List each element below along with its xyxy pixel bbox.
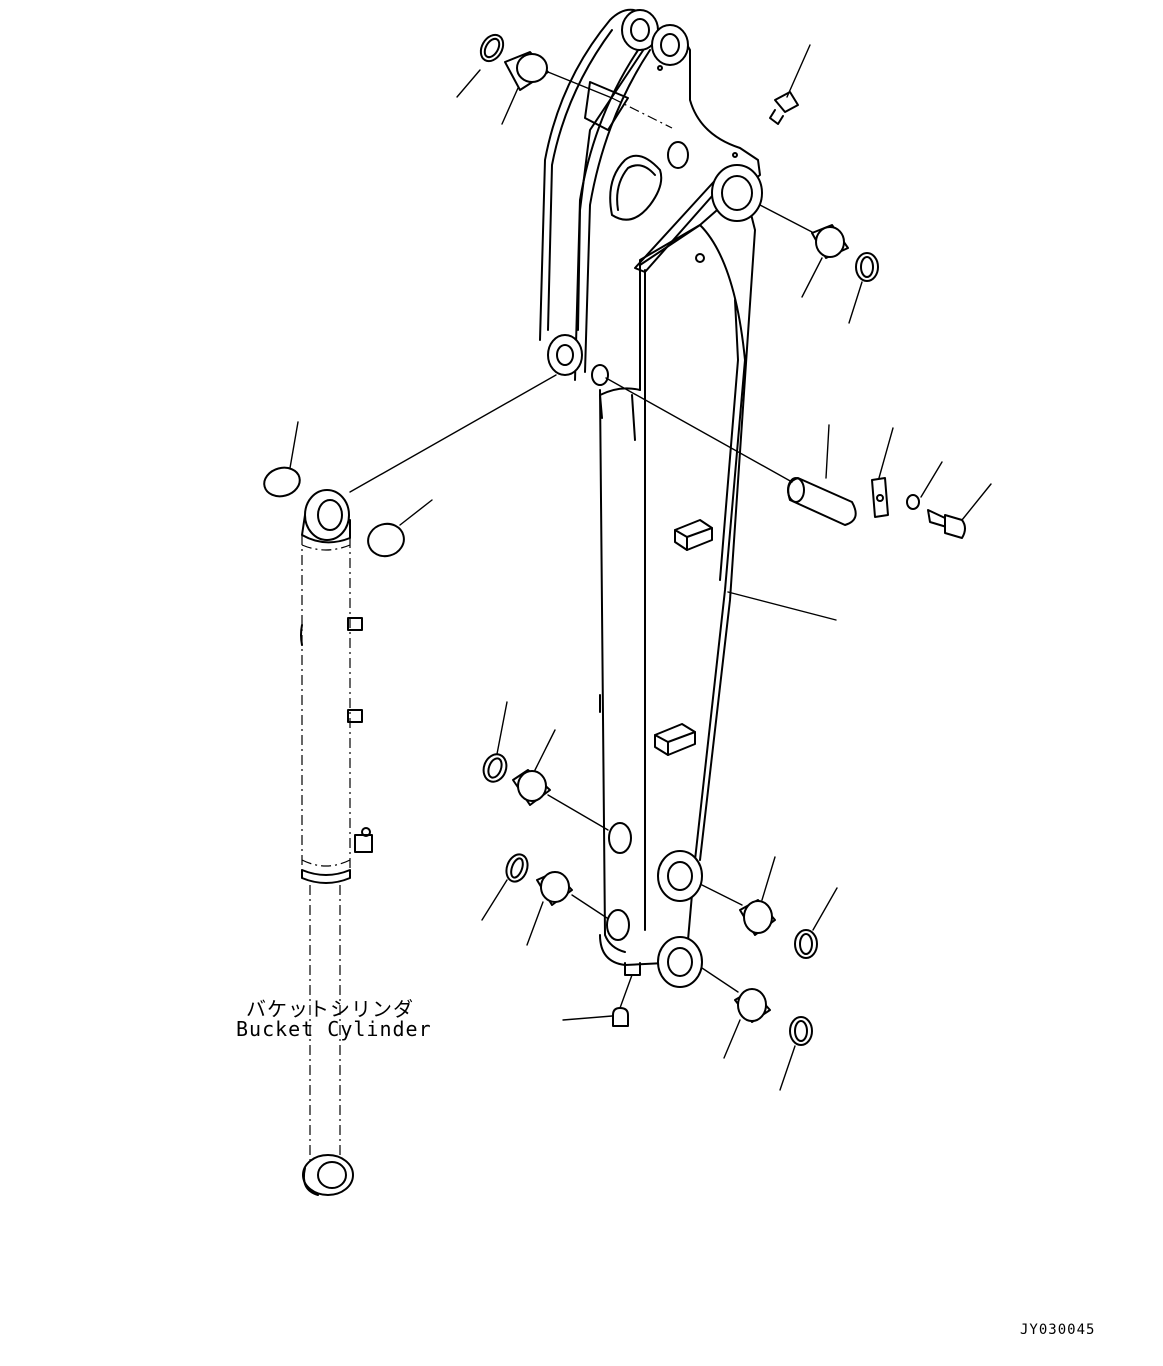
arm-pin-boss-bucket	[658, 937, 702, 987]
shim-2	[364, 520, 407, 560]
grease-fitting-top	[775, 92, 798, 112]
seal-ring-3	[480, 751, 510, 785]
lock-plate	[872, 478, 888, 517]
arm-top-pin-boss-front	[652, 25, 688, 65]
arm-front-face	[640, 225, 745, 940]
seal-ring-6	[790, 1017, 812, 1045]
bucket-cylinder-label-en: Bucket Cylinder	[236, 1017, 432, 1041]
washer	[907, 495, 919, 509]
arm-pin-boss-upper	[712, 165, 762, 221]
bucket-cylinder-label-jp: バケットシリンダ	[246, 997, 414, 1021]
bucket-cylinder	[301, 490, 372, 1195]
arm-cylinder-boss	[548, 335, 582, 375]
assembly-lines	[350, 72, 812, 992]
grease-fitting-bottom	[613, 1008, 628, 1026]
drawing-id: JY030045	[1020, 1322, 1096, 1338]
arm-body	[540, 10, 762, 1026]
seal-ring-2	[856, 253, 878, 281]
seal-ring-5	[795, 930, 817, 958]
shim-1	[261, 464, 303, 500]
arm-pin-boss-link	[658, 851, 702, 901]
parts	[261, 31, 965, 1045]
leader-lines	[290, 45, 991, 1090]
arm-window	[610, 156, 661, 220]
seal-ring-1	[476, 31, 507, 65]
arm-rear-plate	[540, 10, 655, 340]
